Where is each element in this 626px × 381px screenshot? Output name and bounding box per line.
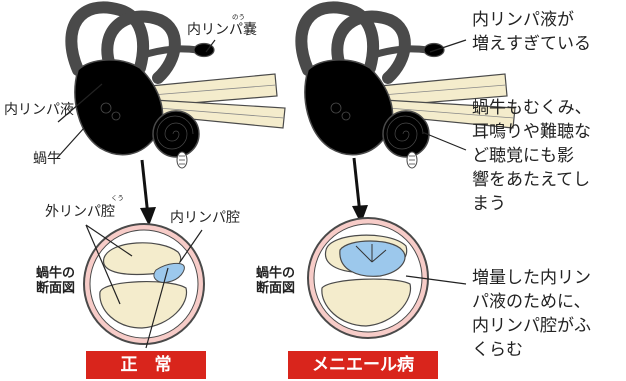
endolymphatic-sac-label: 内リンパ嚢	[187, 23, 257, 37]
endolymph-label: 内リンパ液	[4, 103, 74, 117]
cross-section-normal	[84, 224, 204, 344]
badge-meniere: メニエール病	[288, 351, 438, 379]
cross-section-label-meniere: 蝸牛の 断面図	[256, 266, 295, 296]
arrow-normal	[140, 160, 156, 226]
perilymph-space-label: 外リンパ腔	[45, 205, 115, 219]
perilymph-space-ruby: くう	[111, 195, 124, 202]
annotation-fluid-excess: 内リンパ液が 増えすぎている	[472, 8, 591, 56]
annotation-hearing-effects: 蝸牛もむくみ、 耳鳴りや難聴な ど聴覚にも影 響をあたえてし まう	[472, 96, 592, 216]
endolymphatic-sac-ruby: のう	[232, 14, 245, 21]
annotation-space-swelling: 増量した内リン パ液のために、 内リンパ腔がふ くらむ	[472, 266, 591, 362]
cross-section-label-normal: 蝸牛の 断面図	[36, 266, 75, 296]
endolymph-space-label: 内リンパ腔	[170, 211, 240, 225]
badge-normal: 正 常	[86, 351, 206, 379]
arrow-meniere	[352, 158, 368, 224]
cross-section-meniere	[308, 218, 428, 338]
cochlea-label: 蝸牛	[33, 152, 61, 166]
